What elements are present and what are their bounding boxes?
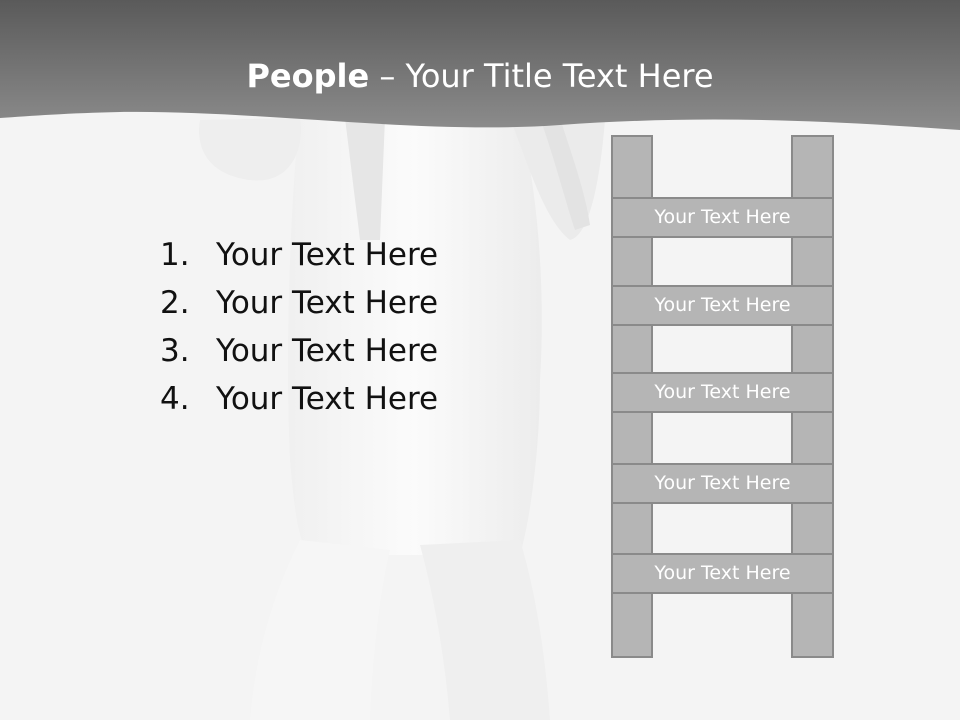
list-text: Your Text Here: [216, 237, 439, 273]
list-text: Your Text Here: [216, 333, 439, 369]
ladder-rung: Your Text Here: [611, 197, 834, 238]
title-rest: – Your Title Text Here: [369, 57, 714, 95]
ladder-rung: Your Text Here: [611, 372, 834, 413]
list-item: 2. Your Text Here: [160, 279, 438, 327]
list-text: Your Text Here: [216, 285, 439, 321]
header-band: [0, 0, 960, 130]
list-item: 1. Your Text Here: [160, 231, 438, 279]
list-item: 4. Your Text Here: [160, 375, 438, 423]
list-number: 4.: [160, 381, 190, 417]
figure-body: [199, 115, 605, 720]
list-text: Your Text Here: [216, 381, 439, 417]
numbered-list: 1. Your Text Here 2. Your Text Here 3. Your…: [160, 231, 438, 423]
list-number: 2.: [160, 285, 190, 321]
list-number: 1.: [160, 237, 190, 273]
ladder-rung: Your Text Here: [611, 285, 834, 326]
slide-title: People – Your Title Text Here: [0, 52, 960, 100]
ladder-rung: Your Text Here: [611, 553, 834, 594]
title-strong: People: [246, 57, 370, 95]
list-number: 3.: [160, 333, 190, 369]
list-item: 3. Your Text Here: [160, 327, 438, 375]
ladder-rung: Your Text Here: [611, 463, 834, 504]
